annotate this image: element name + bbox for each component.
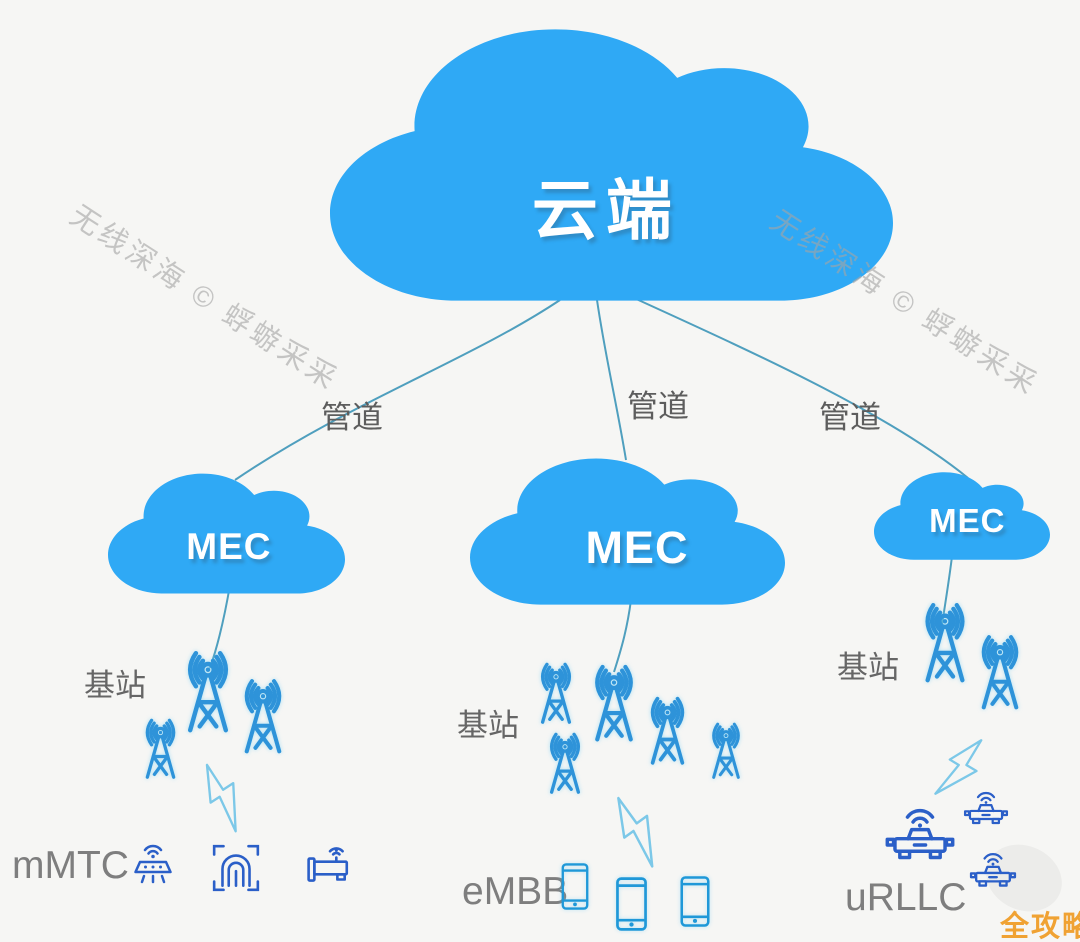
smartphone-icon — [679, 876, 711, 927]
base-station-label-middle: 基站 — [457, 708, 519, 743]
cloud-server-node: 云端 — [330, 10, 893, 320]
connected-car-icon — [969, 851, 1017, 894]
base-station-tower-icon — [541, 732, 589, 795]
group-label-mmtc: mMTC — [12, 844, 129, 887]
base-station-tower-icon — [584, 664, 644, 743]
main-cloud-label: 云端 — [531, 173, 680, 248]
mec-cloud-middle: MEC — [470, 448, 785, 615]
base-station-tower-icon — [532, 662, 580, 725]
base-station-tower-icon — [914, 602, 976, 684]
mec-cloud-label: MEC — [186, 526, 272, 568]
base-station-label-right: 基站 — [837, 650, 899, 685]
pipe-label-right: 管道 — [819, 400, 881, 435]
base-station-tower-icon — [176, 650, 240, 734]
mec-cloud-label: MEC — [929, 502, 1006, 539]
badge-text: 全攻略 — [1000, 911, 1080, 942]
mec-cloud-label: MEC — [585, 522, 689, 574]
pipe-line-left — [234, 299, 561, 481]
smartphone-icon — [615, 877, 648, 931]
base-station-tower-icon — [137, 718, 184, 780]
pipe-line-right — [633, 297, 969, 479]
connected-car-icon — [884, 806, 956, 870]
base-station-tower-icon — [234, 678, 292, 755]
pipe-label-left: 管道 — [321, 400, 383, 435]
fingerprint-scanner-icon — [210, 841, 262, 895]
group-label-urllc: uRLLC — [845, 876, 967, 919]
base-station-tower-icon — [971, 634, 1029, 711]
pipe-line-middle — [596, 299, 627, 461]
mec-cloud-right: MEC — [874, 466, 1050, 566]
pipe-label-middle: 管道 — [627, 389, 689, 424]
iot-sensor-icon — [127, 843, 179, 891]
base-station-tower-icon — [704, 722, 748, 780]
connected-car-icon — [963, 790, 1009, 831]
base-station-label-left: 基站 — [84, 668, 146, 703]
mec-cloud-left: MEC — [108, 465, 345, 602]
drop-line-middle — [613, 599, 632, 673]
base-station-tower-icon — [641, 696, 694, 766]
group-label-embb: eMBB — [462, 870, 569, 913]
iot-machine-icon — [300, 845, 358, 891]
smartphone-icon — [560, 863, 590, 910]
